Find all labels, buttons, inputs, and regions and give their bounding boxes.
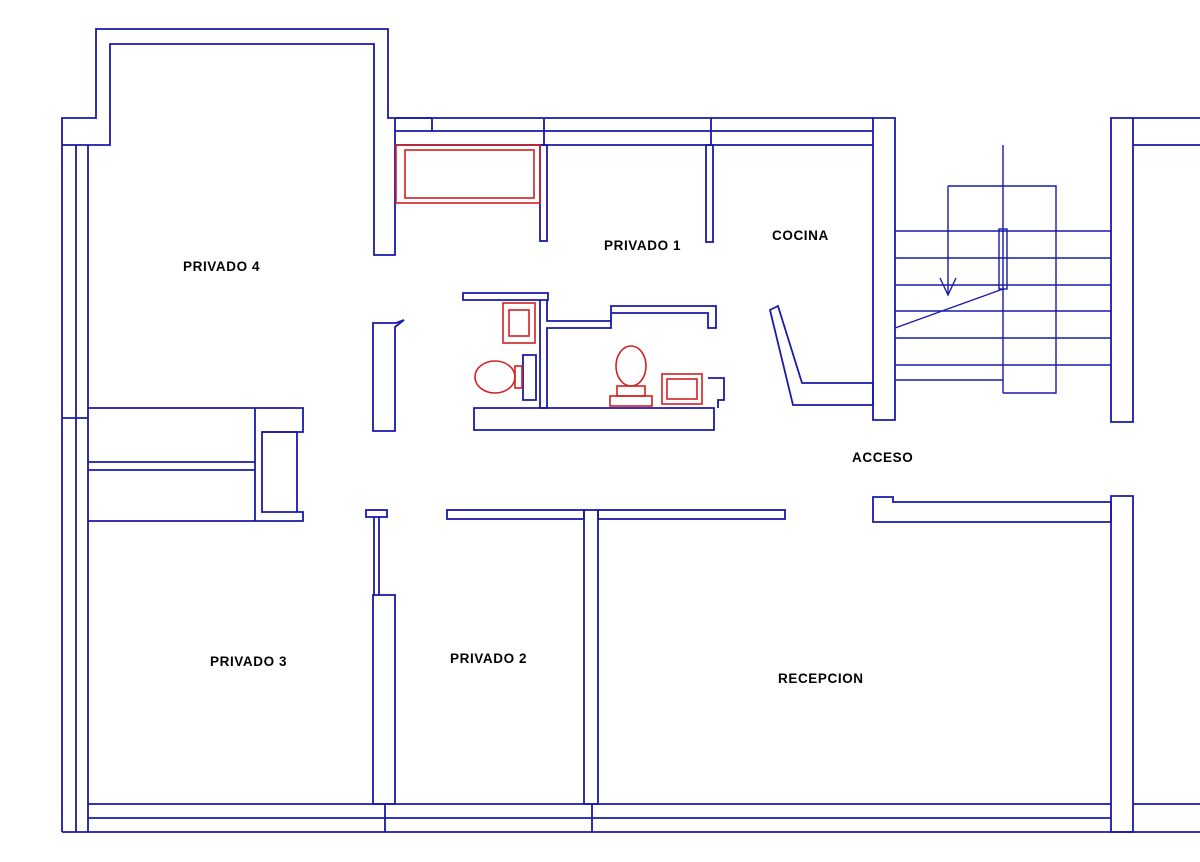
room-labels: PRIVADO 4 PRIVADO 1 COCINA ACCESO PRIVAD… <box>183 228 913 686</box>
sink-lower <box>661 373 703 405</box>
stairs <box>894 145 1111 394</box>
label-acceso: ACCESO <box>852 450 913 465</box>
label-privado-2: PRIVADO 2 <box>450 651 527 666</box>
label-recepcion: RECEPCION <box>778 671 864 686</box>
label-privado-3: PRIVADO 3 <box>210 654 287 669</box>
sink-upper <box>502 302 536 344</box>
label-cocina: COCINA <box>772 228 829 243</box>
label-privado-4: PRIVADO 4 <box>183 259 260 274</box>
toilet-left <box>474 360 523 394</box>
toilet-right <box>609 345 653 407</box>
bathtub <box>395 144 541 204</box>
exterior-walls <box>61 28 1200 833</box>
interior-walls <box>88 144 1112 805</box>
label-privado-1: PRIVADO 1 <box>604 238 681 253</box>
